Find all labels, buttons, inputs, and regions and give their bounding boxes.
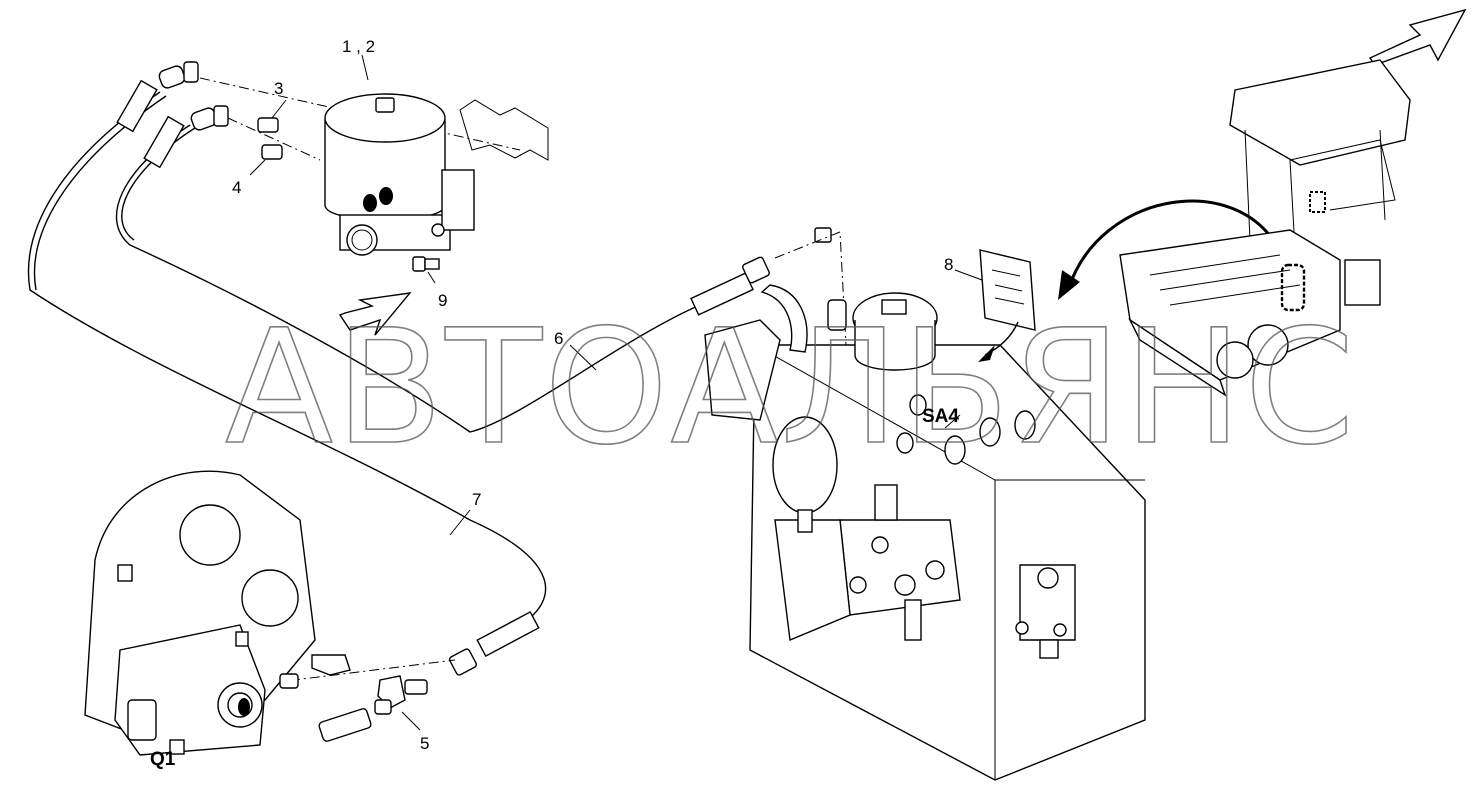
hose-7-end-fitting bbox=[448, 611, 540, 676]
paver-machine bbox=[1119, 59, 1411, 397]
callout-7: 7 bbox=[472, 490, 481, 509]
callout-9: 9 bbox=[438, 291, 447, 310]
tee-fitting-5 bbox=[318, 675, 428, 742]
fitting-3 bbox=[257, 117, 279, 133]
pointer-arrow-8 bbox=[978, 321, 1019, 362]
filter-assembly bbox=[324, 93, 475, 256]
callout-3: 3 bbox=[274, 79, 283, 98]
callout-5: 5 bbox=[420, 734, 429, 753]
callout-6: 6 bbox=[554, 329, 563, 348]
hose-fitting-upper-left bbox=[116, 61, 199, 133]
wall-bracket-outline bbox=[459, 99, 549, 161]
fitting-pump-connector bbox=[279, 654, 351, 689]
callout-8: 8 bbox=[944, 255, 953, 274]
hose-6-end-fitting bbox=[690, 227, 832, 316]
callout-sa4: SA4 bbox=[922, 406, 959, 427]
label-placard-8 bbox=[979, 249, 1036, 331]
view-arrow-top-right bbox=[1368, 8, 1467, 66]
curved-arrow-to-machine bbox=[1058, 199, 1282, 300]
view-arrow-left bbox=[338, 292, 412, 336]
bolt-9 bbox=[412, 256, 440, 272]
fitting-4 bbox=[261, 144, 283, 160]
callout-1-2: 1 , 2 bbox=[342, 37, 375, 56]
hydraulic-tank-unit bbox=[704, 284, 1146, 781]
watermark-text: АВТОАЛЬЯНС bbox=[225, 296, 1357, 480]
hose-fitting-upper-right bbox=[143, 105, 229, 169]
callout-4: 4 bbox=[232, 178, 241, 197]
callout-q1: Q1 bbox=[150, 749, 176, 770]
pump-q1 bbox=[84, 470, 316, 756]
